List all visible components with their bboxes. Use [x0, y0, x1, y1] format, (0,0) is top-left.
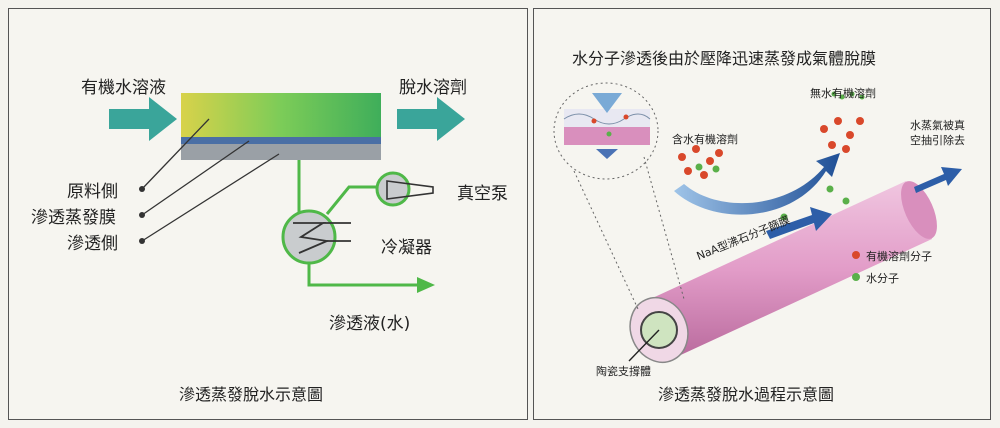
membrane-tube [646, 181, 932, 359]
vapor-label-line2: 空抽引除去 [910, 134, 965, 147]
permeate-side-label: 滲透側 [67, 234, 118, 254]
condenser-label: 冷凝器 [381, 238, 432, 258]
legend-water-label: 水分子 [866, 272, 899, 285]
legend-water-dot [852, 273, 860, 281]
process-title: 水分子滲透後由於壓降迅速蒸發成氣體脫膜 [572, 49, 877, 68]
schematic-graphics [109, 93, 465, 293]
pervaporation-process-panel: 水分子滲透後由於壓降迅速蒸發成氣體脫膜 含水有機溶劑 無水有機溶劑 水蒸氣被真 … [533, 8, 991, 420]
permeate-arrow [417, 277, 435, 293]
feed-label: 有機水溶液 [81, 78, 166, 98]
permeate-label: 滲透液(水) [329, 314, 411, 334]
permeate-side-layer [181, 144, 381, 160]
condenser [281, 209, 337, 265]
vapor-out-arrow [914, 167, 962, 193]
legend-organic-label: 有機溶劑分子 [866, 250, 932, 263]
feed-side-layer [181, 93, 381, 137]
vacuum-pump-label: 真空泵 [457, 184, 508, 204]
flow-swirl-arrow [674, 153, 840, 215]
output-arrow [397, 97, 465, 141]
membrane-layer [181, 137, 381, 144]
leader-dot-permeate-side [139, 238, 145, 244]
leader-dot-feed-side [139, 186, 145, 192]
water-solvent-label: 含水有機溶劑 [672, 133, 738, 146]
right-caption: 滲透蒸發脫水過程示意圖 [658, 385, 835, 404]
process-graphics [553, 82, 962, 363]
left-caption: 滲透蒸發脫水示意圖 [179, 385, 324, 404]
vacuum-pump-nozzle [386, 180, 434, 200]
membrane-zoom-inset [563, 93, 651, 159]
tube-end-cap [901, 181, 937, 239]
vacuum-pump [375, 171, 411, 207]
condenser-coil [293, 222, 331, 254]
leader-dot-membrane [139, 212, 145, 218]
pervaporation-schematic-panel: 有機水溶液 脫水溶劑 原料側 滲透蒸發膜 滲透側 真空泵 冷凝器 滲透液(水) … [8, 8, 528, 420]
anhydrous-solvent-label: 無水有機溶劑 [810, 87, 876, 100]
feed-side-label: 原料側 [67, 182, 118, 202]
legend-organic-dot [852, 251, 860, 259]
membrane-label: 滲透蒸發膜 [31, 208, 116, 228]
vapor-label-line1: 水蒸氣被真 [910, 119, 965, 132]
inner-flow-arrow [766, 207, 832, 239]
output-label: 脫水溶劑 [399, 78, 467, 98]
feed-arrow [109, 97, 177, 141]
ceramic-support-label: 陶瓷支撐體 [596, 365, 651, 378]
